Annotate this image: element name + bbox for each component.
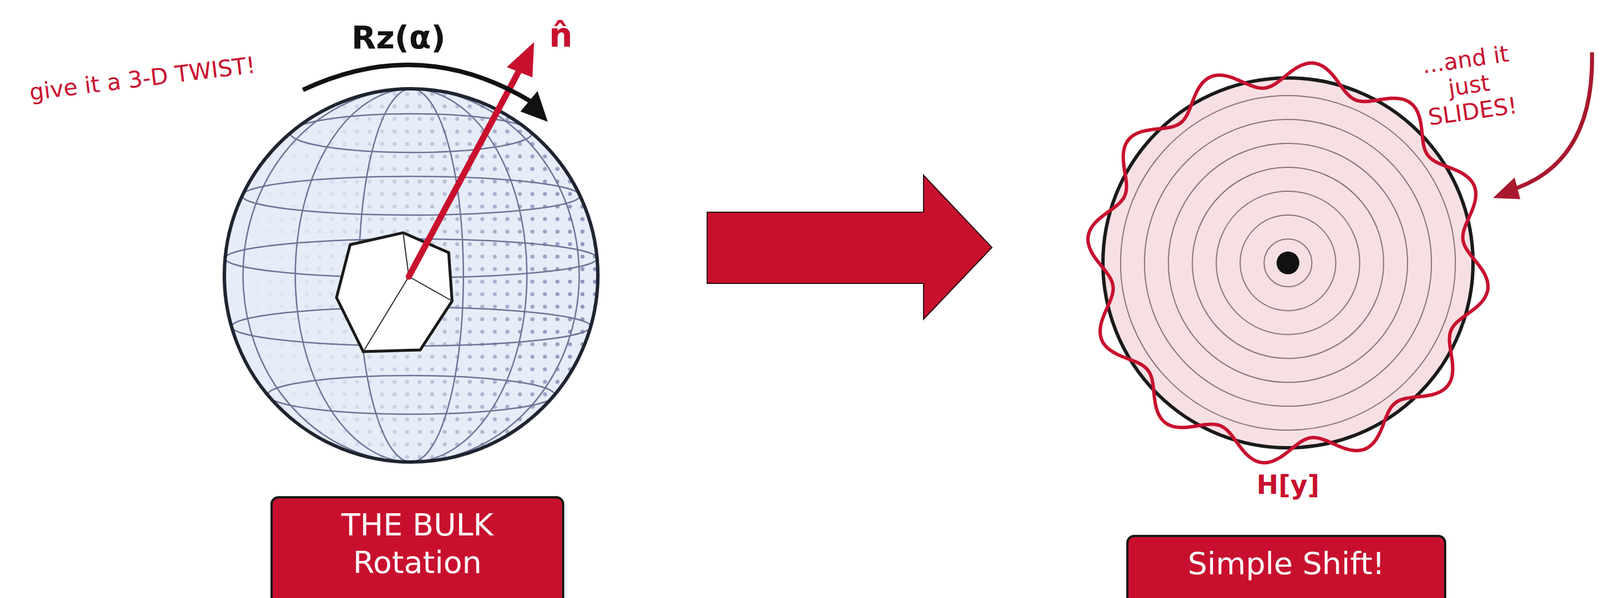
vector-label: n̂ [548, 16, 573, 55]
rotation-arc-head [520, 91, 548, 122]
box-label: Simple Shift! [1187, 545, 1385, 584]
crystal-facets [363, 232, 453, 352]
contour-ring [1240, 215, 1336, 311]
title-box: THE BULK Rotation [270, 496, 565, 598]
contour-ring [1168, 143, 1408, 383]
contour-ring [1120, 95, 1456, 431]
normal-vector [408, 67, 521, 277]
crystal-hexagon [336, 232, 453, 352]
disk-fill [1102, 78, 1474, 449]
contour-ring [1144, 119, 1432, 407]
contour-ring [1264, 239, 1312, 287]
concentric-rings [1120, 95, 1456, 431]
callout-arrow-head [1492, 177, 1521, 200]
rotation-arc [302, 64, 533, 103]
center-dot [1276, 251, 1300, 275]
normal-vector-head [506, 42, 535, 78]
latitude-line [267, 375, 555, 415]
transform-arrow [707, 175, 992, 320]
rotation-label: Rz(α) [351, 19, 446, 56]
latitude-line [241, 176, 580, 216]
box-label: THE BULK Rotation [323, 506, 512, 582]
contour-ring [1216, 191, 1360, 335]
note-text: ...and it just SLIDES! [1399, 37, 1540, 134]
wave-label: H[y] [1256, 470, 1320, 501]
caption-box: Simple Shift! [1126, 535, 1447, 598]
contour-ring [1192, 167, 1384, 359]
note-text: give it a 3-D TWIST! [27, 51, 257, 106]
disk-outline [1102, 78, 1474, 449]
callout-arrow [1508, 52, 1593, 191]
